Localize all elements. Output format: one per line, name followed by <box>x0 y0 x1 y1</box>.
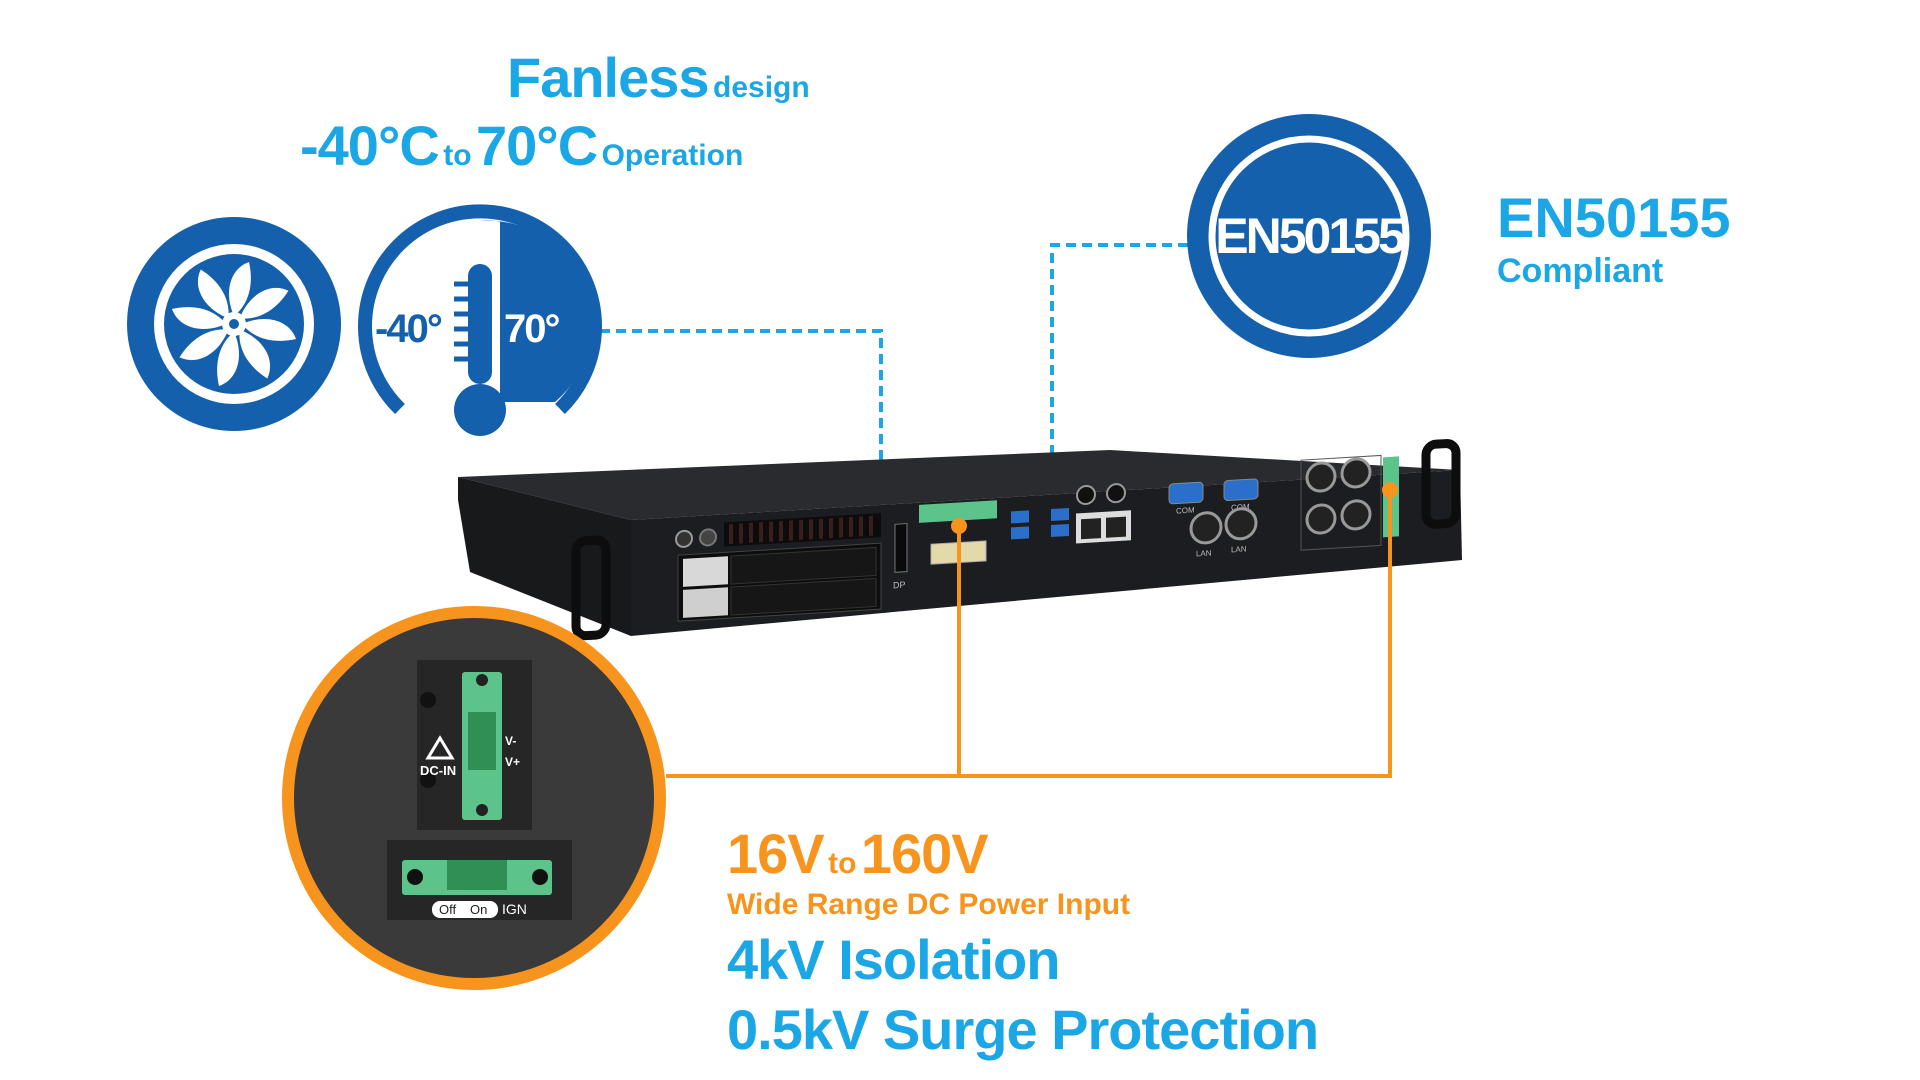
com-port <box>1223 478 1259 502</box>
svg-text:DP: DP <box>893 580 906 591</box>
en50155-badge-icon: EN50155 <box>1187 114 1431 358</box>
svg-text:-40°: -40° <box>375 307 442 351</box>
temp-connector-line <box>600 329 883 485</box>
voltage-range-subtitle: Wide Range DC Power Input <box>727 888 1131 921</box>
svg-text:LAN: LAN <box>1231 544 1247 554</box>
svg-text:On: On <box>470 902 487 917</box>
svg-text:IGN: IGN <box>502 901 527 917</box>
cert-connector-line <box>1050 243 1188 468</box>
svg-text:70°: 70° <box>504 307 559 351</box>
svg-text:DC-IN: DC-IN <box>420 763 456 778</box>
ignition-terminal <box>919 500 997 523</box>
svg-text:Off: Off <box>439 902 456 917</box>
power-button-icon <box>675 529 693 548</box>
svg-text:COM: COM <box>1231 502 1250 512</box>
surge-protection-heading: 0.5kV Surge Protection <box>727 998 1319 1061</box>
svg-text:COM: COM <box>1176 505 1195 515</box>
isolation-heading: 4kV Isolation <box>727 928 1060 991</box>
certification-subtitle: Compliant <box>1497 252 1664 290</box>
fan-icon <box>127 217 341 431</box>
power-inset-zoom: DC-IN V- V+ Off On IGN <box>282 606 666 990</box>
certification-title: EN50155 <box>1497 186 1731 249</box>
temperature-heading: -40°C to 70°C Operation <box>300 114 744 177</box>
vent-grille <box>724 513 881 547</box>
svg-text:EN50155: EN50155 <box>1215 208 1405 264</box>
com-port <box>1168 481 1204 505</box>
displayport <box>894 523 908 573</box>
embedded-computer-device: DP COM COM LAN LAN <box>458 439 1462 641</box>
svg-text:V-: V- <box>505 734 516 748</box>
fanless-heading: Fanless design <box>507 46 810 109</box>
voltage-range-heading: 16V to 160V <box>727 822 989 885</box>
thermometer-icon: -40° 70° <box>358 204 602 436</box>
svg-text:LAN: LAN <box>1196 549 1212 559</box>
svg-text:V+: V+ <box>505 755 520 769</box>
